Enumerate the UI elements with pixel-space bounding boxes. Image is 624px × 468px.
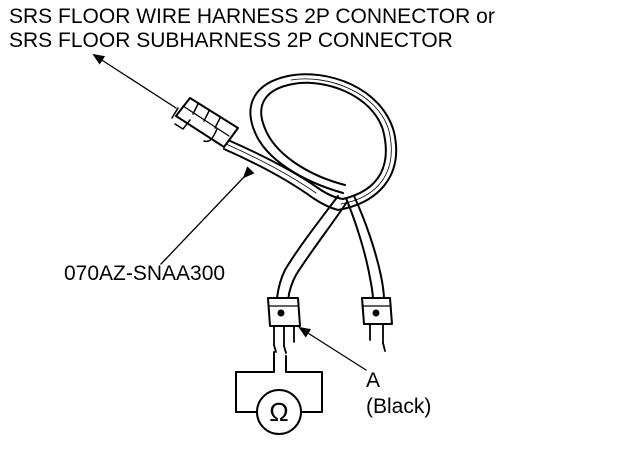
branch-cable-a <box>276 195 348 301</box>
connector-a-color: (Black) <box>366 395 432 418</box>
connector-a-letter: A <box>366 369 381 392</box>
connector-title-line-1: SRS FLOOR WIRE HARNESS 2P CONNECTOR or <box>9 5 495 28</box>
branch-cable-b <box>345 195 385 301</box>
connector-a-leader-arrow <box>298 326 367 371</box>
title-leader-arrow <box>92 53 177 109</box>
connector-b <box>361 297 393 352</box>
ohmmeter <box>235 351 323 435</box>
tool-leader-line <box>160 166 255 265</box>
connector-title-line-2: SRS FLOOR SUBHARNESS 2P CONNECTOR <box>9 29 453 52</box>
harness-2p-connector <box>171 97 239 148</box>
cable-loop <box>249 73 398 211</box>
ohm-symbol: Ω <box>269 397 288 427</box>
main-harness-cable <box>223 139 344 211</box>
tool-part-number: 070AZ-SNAA300 <box>64 262 226 285</box>
connector-a <box>267 297 301 354</box>
